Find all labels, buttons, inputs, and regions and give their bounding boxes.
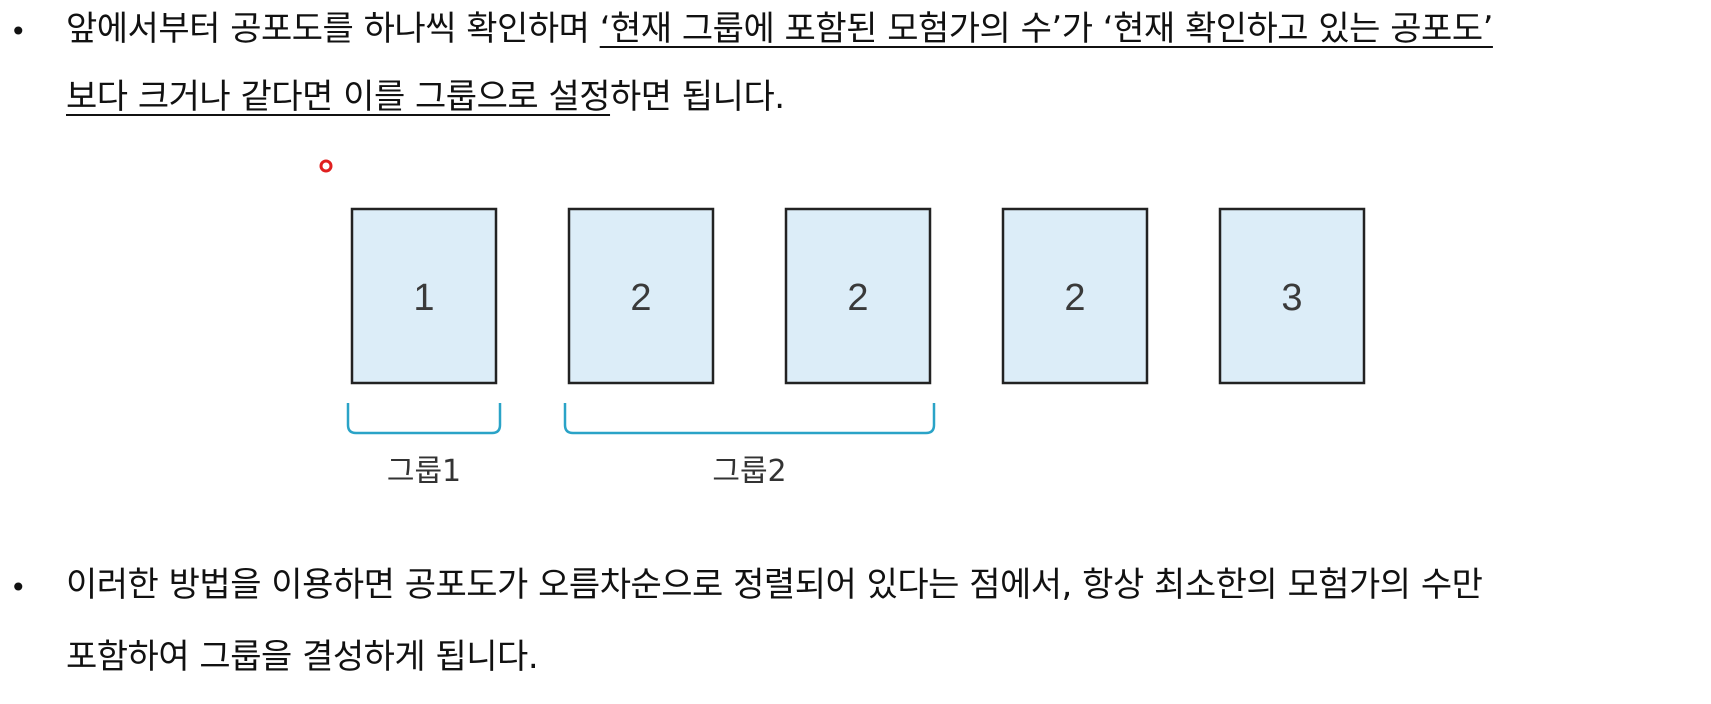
bullet-1: • [10, 15, 27, 48]
box-3 [784, 207, 932, 385]
box-1-label: 1 [413, 277, 434, 319]
paragraph-2-line-1: 이러한 방법을 이용하면 공포도가 오름차순으로 정렬되어 있다는 점에서, 항… [66, 565, 1483, 605]
bullet-2: • [10, 571, 27, 604]
group-1-bracket [346, 403, 502, 435]
group-diagram: 1 2 2 2 3 그룹1 그룹2 [319, 159, 1366, 489]
group-1-label: 그룹1 [387, 454, 461, 489]
paragraph-2-line-2: 포함하여 그룹을 결성하게 됩니다. [66, 637, 539, 677]
group-2-label: 그룹2 [712, 454, 786, 489]
pointer-dot [319, 159, 333, 173]
box-4-label: 2 [1064, 277, 1085, 319]
paragraph-1-line-1: 앞에서부터 공포도를 하나씩 확인하며 ‘현재 그룹에 포함된 모험가의 수’가… [66, 12, 1493, 46]
paragraph-1-line-2-plain: 하면 됩니다. [610, 77, 785, 117]
box-1 [350, 207, 498, 385]
paragraph-1-line-1-underlined: ‘현재 그룹에 포함된 모험가의 수’가 ‘현재 확인하고 있는 공포도’ [599, 9, 1494, 49]
box-3-label: 2 [847, 277, 868, 319]
box-5-label: 3 [1281, 277, 1302, 319]
paragraph-2-line-1-text: 이러한 방법을 이용하면 공포도가 오름차순으로 정렬되어 있다는 점에서, 항… [66, 565, 1483, 605]
paragraph-1-line-2-underlined: 보다 크거나 같다면 이를 그룹으로 설정 [66, 77, 611, 117]
paragraph-1-line-1-plain: 앞에서부터 공포도를 하나씩 확인하며 [66, 9, 600, 49]
paragraph-2-line-2-text: 포함하여 그룹을 결성하게 됩니다. [66, 637, 539, 677]
box-2-label: 2 [630, 277, 651, 319]
paragraph-1-line-2: 보다 크거나 같다면 이를 그룹으로 설정하면 됩니다. [66, 80, 785, 114]
box-5 [1218, 207, 1366, 385]
group-2-bracket [563, 403, 936, 435]
box-4 [1001, 207, 1149, 385]
box-2 [567, 207, 715, 385]
